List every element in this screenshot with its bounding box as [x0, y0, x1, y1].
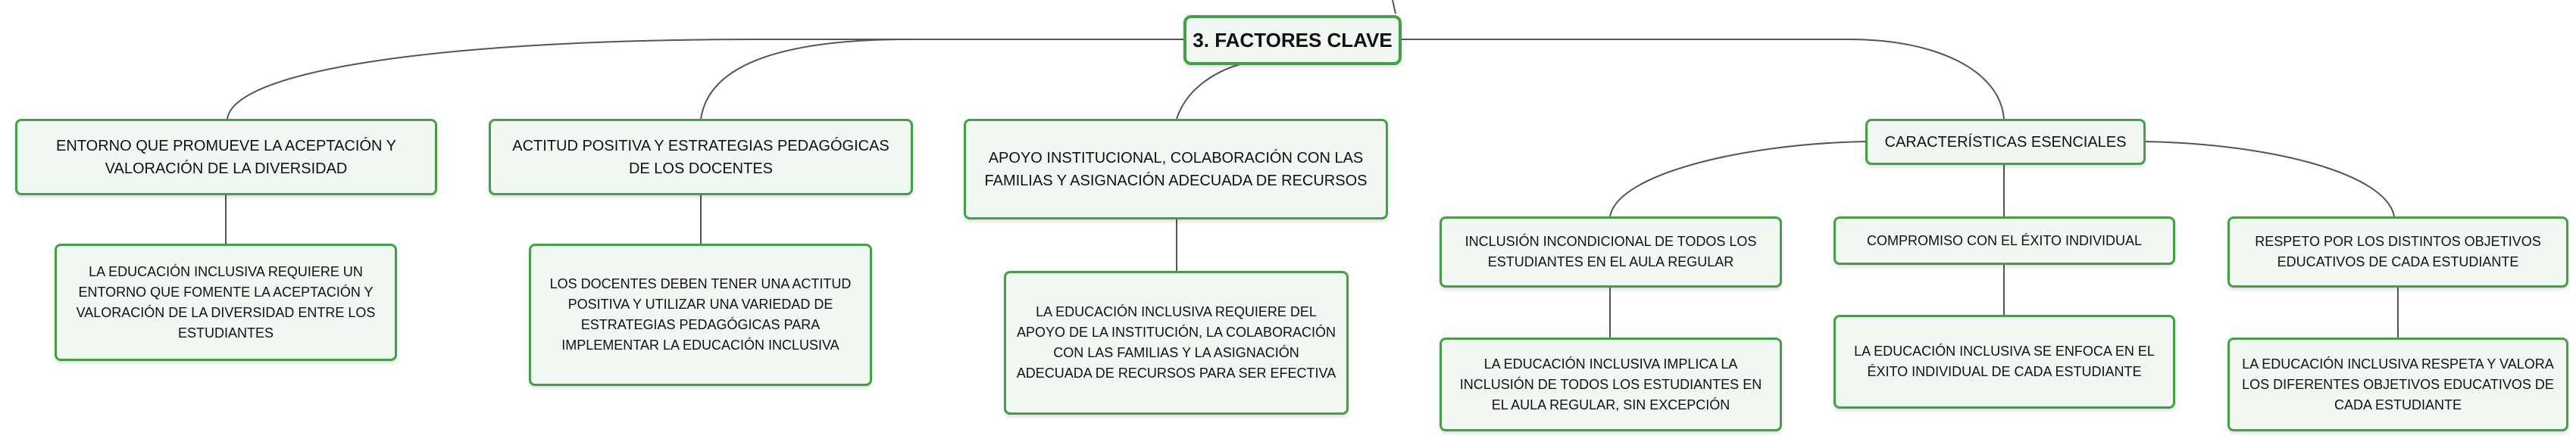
- connector-root-branch-1: [227, 39, 1183, 120]
- detail-label: LA EDUCACIÓN INCLUSIVA REQUIERE UN ENTOR…: [76, 263, 376, 341]
- sub-branch-label: RESPETO POR LOS DISTINTOS OBJETIVOS EDUC…: [2255, 234, 2541, 269]
- detail-node-1[interactable]: LA EDUCACIÓN INCLUSIVA REQUIERE UN ENTOR…: [55, 244, 397, 361]
- sub-detail-node-2[interactable]: LA EDUCACIÓN INCLUSIVA SE ENFOCA EN EL É…: [1834, 315, 2175, 409]
- connector-char-sub-1: [1609, 141, 1866, 217]
- connector-root-branch-3: [1176, 63, 1243, 120]
- branch-node-2[interactable]: ACTITUD POSITIVA Y ESTRATEGIAS PEDAGÓGIC…: [489, 119, 913, 195]
- branch-node-4[interactable]: CARACTERÍSTICAS ESENCIALES: [1865, 119, 2146, 165]
- branch-node-3[interactable]: APOYO INSTITUCIONAL, COLABORACIÓN CON LA…: [964, 119, 1388, 219]
- detail-node-2[interactable]: LOS DOCENTES DEBEN TENER UNA ACTITUD POS…: [529, 244, 872, 386]
- root-label: 3. FACTORES CLAVE: [1193, 28, 1393, 51]
- sub-branch-label: COMPROMISO CON EL ÉXITO INDIVIDUAL: [1866, 232, 2143, 248]
- branch-label: ACTITUD POSITIVA Y ESTRATEGIAS PEDAGÓGIC…: [512, 137, 889, 177]
- detail-label: LOS DOCENTES DEBEN TENER UNA ACTITUD POS…: [549, 276, 852, 353]
- detail-node-3[interactable]: LA EDUCACIÓN INCLUSIVA REQUIERE DEL APOY…: [1004, 271, 1349, 415]
- branch-node-1[interactable]: ENTORNO QUE PROMUEVE LA ACEPTACIÓN Y VAL…: [15, 119, 437, 195]
- sub-detail-label: LA EDUCACIÓN INCLUSIVA RESPETA Y VALORA …: [2242, 356, 2554, 412]
- sub-branch-label: INCLUSIÓN INCONDICIONAL DE TODOS LOS EST…: [1465, 234, 1757, 269]
- sub-detail-node-3[interactable]: LA EDUCACIÓN INCLUSIVA RESPETA Y VALORA …: [2227, 338, 2568, 431]
- connector-parent-root: [1392, 0, 1396, 14]
- branch-label: APOYO INSTITUCIONAL, COLABORACIÓN CON LA…: [984, 149, 1368, 189]
- sub-branch-node-2[interactable]: COMPROMISO CON EL ÉXITO INDIVIDUAL: [1834, 216, 2175, 265]
- sub-detail-label: LA EDUCACIÓN INCLUSIVA IMPLICA LA INCLUS…: [1459, 356, 1762, 412]
- sub-detail-node-1[interactable]: LA EDUCACIÓN INCLUSIVA IMPLICA LA INCLUS…: [1440, 338, 1782, 431]
- sub-branch-node-1[interactable]: INCLUSIÓN INCONDICIONAL DE TODOS LOS EST…: [1440, 216, 1782, 288]
- root-node[interactable]: 3. FACTORES CLAVE: [1183, 15, 1402, 65]
- sub-detail-label: LA EDUCACIÓN INCLUSIVA SE ENFOCA EN EL É…: [1854, 344, 2155, 379]
- branch-label: ENTORNO QUE PROMUEVE LA ACEPTACIÓN Y VAL…: [56, 137, 396, 177]
- connector-char-sub-3: [2143, 141, 2395, 217]
- branch-label: CARACTERÍSTICAS ESENCIALES: [1884, 133, 2127, 151]
- connector-root-branch-2: [700, 39, 1183, 120]
- detail-label: LA EDUCACIÓN INCLUSIVA REQUIERE DEL APOY…: [1016, 304, 1336, 381]
- sub-branch-node-3[interactable]: RESPETO POR LOS DISTINTOS OBJETIVOS EDUC…: [2227, 216, 2568, 288]
- connector-root-branch-4: [1400, 39, 2005, 120]
